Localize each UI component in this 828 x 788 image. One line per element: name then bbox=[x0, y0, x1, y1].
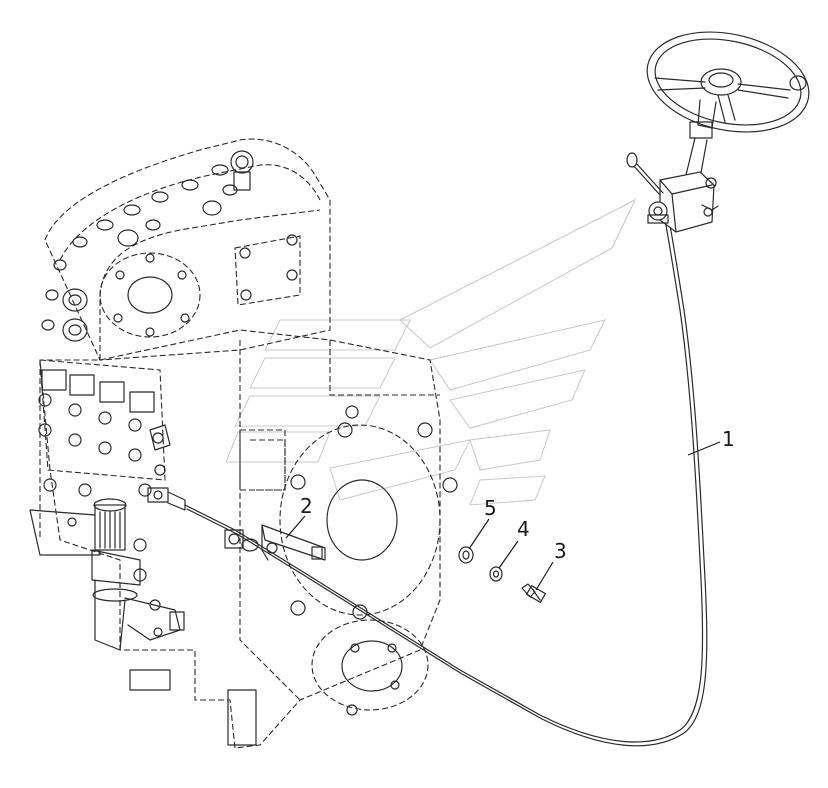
steering-column bbox=[646, 31, 810, 179]
control-valve-block bbox=[38, 359, 171, 497]
callout-leaders bbox=[285, 441, 721, 591]
leader-2 bbox=[285, 515, 306, 539]
callout-4: 4 bbox=[517, 517, 530, 541]
callout-3: 3 bbox=[554, 539, 567, 563]
cable-fitting bbox=[147, 487, 186, 511]
housing-bolts bbox=[41, 164, 238, 331]
cable-bracket bbox=[224, 524, 326, 561]
pto-flange bbox=[279, 405, 458, 620]
flat-washer bbox=[489, 566, 503, 582]
leader-1 bbox=[687, 441, 721, 456]
callout-5: 5 bbox=[484, 496, 497, 520]
front-flange bbox=[99, 252, 201, 338]
callout-1: 1 bbox=[722, 427, 735, 451]
leader-5 bbox=[468, 518, 490, 550]
lifting-eye bbox=[230, 150, 254, 191]
filter-assembly bbox=[29, 498, 185, 651]
leader-4 bbox=[498, 540, 519, 569]
cover-plate bbox=[234, 234, 301, 306]
lock-washer bbox=[458, 546, 474, 564]
callout-labels: 1 2 3 4 5 bbox=[300, 427, 735, 563]
output-flange bbox=[311, 619, 429, 716]
shift-cable bbox=[184, 219, 708, 747]
leader-3 bbox=[535, 561, 554, 591]
watermark-logo bbox=[225, 198, 637, 506]
transmission-housing bbox=[39, 138, 458, 749]
bolt bbox=[521, 583, 547, 603]
callout-2: 2 bbox=[300, 494, 313, 518]
shift-control-box bbox=[626, 152, 719, 233]
